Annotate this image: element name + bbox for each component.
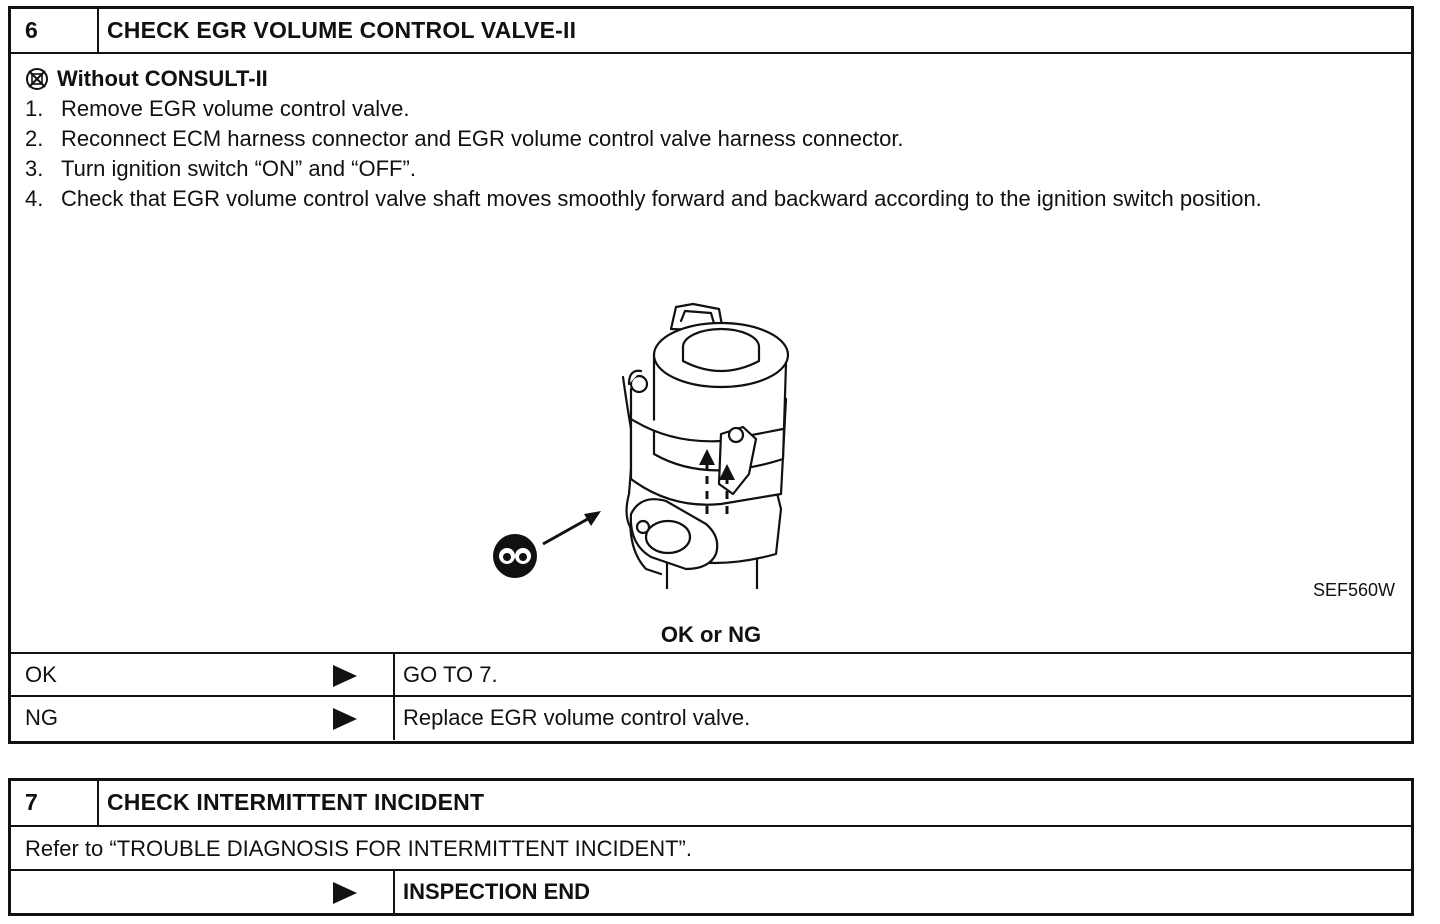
step-6-block: 6 CHECK EGR VOLUME CONTROL VALVE-II With… — [8, 6, 1414, 744]
instructions: Without CONSULT-II 1.Remove EGR volume c… — [25, 64, 1395, 214]
list-item: 3.Turn ignition switch “ON” and “OFF”. — [25, 156, 416, 181]
subhead: Without CONSULT-II — [57, 66, 268, 91]
step-number: 7 — [11, 781, 99, 825]
result-label: NG — [25, 705, 58, 730]
result-row-end: INSPECTION END — [11, 871, 1411, 914]
result-action: GO TO 7. — [403, 662, 498, 687]
step-7-body: Refer to “TROUBLE DIAGNOSIS FOR INTERMIT… — [25, 836, 692, 861]
result-row-ok: OK GO TO 7. — [11, 654, 1411, 697]
step-7-content: Refer to “TROUBLE DIAGNOSIS FOR INTERMIT… — [11, 827, 1411, 871]
step-title: CHECK INTERMITTENT INCIDENT — [107, 789, 485, 815]
list-item: 4.Check that EGR volume control valve sh… — [25, 186, 1262, 211]
result-label: OK — [25, 662, 57, 687]
steps-list: 1.Remove EGR volume control valve. 2.Rec… — [25, 94, 1395, 214]
list-item: 1.Remove EGR volume control valve. — [25, 96, 410, 121]
step-7-header: 7 CHECK INTERMITTENT INCIDENT — [11, 781, 1411, 827]
no-consult-icon — [26, 68, 48, 90]
triangle-right-icon — [333, 708, 357, 730]
result-action: INSPECTION END — [403, 879, 591, 904]
step-number: 6 — [11, 9, 99, 52]
triangle-right-icon — [333, 882, 357, 904]
view-direction-icon — [493, 511, 601, 578]
result-action: Replace EGR volume control valve. — [403, 705, 751, 730]
step-7-block: 7 CHECK INTERMITTENT INCIDENT Refer to “… — [8, 778, 1414, 916]
step-6-header: 6 CHECK EGR VOLUME CONTROL VALVE-II — [11, 9, 1411, 54]
subhead-row: Without CONSULT-II — [25, 64, 1395, 94]
result-row-ng: NG Replace EGR volume control valve. — [11, 697, 1411, 740]
figure-code: SEF560W — [1312, 580, 1395, 600]
egr-valve-illustration — [621, 302, 790, 589]
step-title: CHECK EGR VOLUME CONTROL VALVE-II — [107, 17, 577, 43]
list-item: 2.Reconnect ECM harness connector and EG… — [25, 126, 904, 151]
ok-ng-question: OK or NG — [660, 622, 762, 647]
triangle-right-icon — [333, 665, 357, 687]
step-6-content: Without CONSULT-II 1.Remove EGR volume c… — [11, 54, 1411, 654]
